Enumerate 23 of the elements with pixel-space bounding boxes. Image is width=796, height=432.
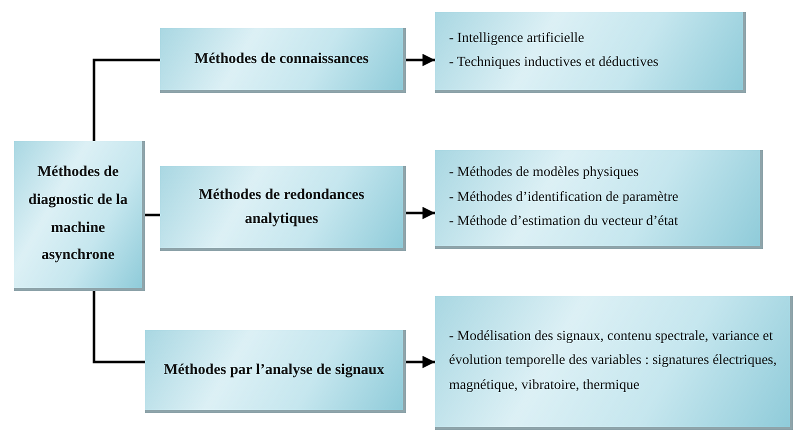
box-title: Méthodes par l’analyse de signaux — [164, 361, 384, 380]
box-title: Méthodes de connaissances — [194, 50, 369, 69]
list-item: - Modélisation des signaux, contenu spectrale, variance et évolution temporelle des variables : signatures électriques, magnétique, vibratoire, thermique — [449, 328, 778, 395]
list-item: - Méthodes de modèles physiques — [449, 164, 639, 182]
arrow — [406, 356, 435, 368]
category-box — [160, 166, 406, 251]
detail-box — [435, 150, 763, 249]
list-item: - Méthodes d’identification de paramètre — [449, 188, 678, 207]
root-box — [14, 141, 145, 291]
arrow — [406, 54, 435, 66]
arrow — [406, 206, 435, 220]
connector-line — [92, 58, 160, 141]
list-item: - Méthode d’estimation du vecteur d’état — [449, 213, 678, 232]
list-item: - Techniques inductives et déductives — [449, 54, 658, 72]
list-item: - Intelligence artificielle — [449, 30, 584, 48]
detail-box — [435, 12, 746, 93]
detail-box — [435, 296, 793, 430]
connector-line — [92, 291, 145, 364]
category-box — [160, 28, 406, 93]
box-title: Méthodes de diagnostic de la machine asynchrone — [27, 163, 129, 266]
box-title: Méthodes de redondances analytiques — [198, 186, 366, 229]
connector-line — [145, 214, 160, 216]
category-box — [145, 330, 406, 413]
